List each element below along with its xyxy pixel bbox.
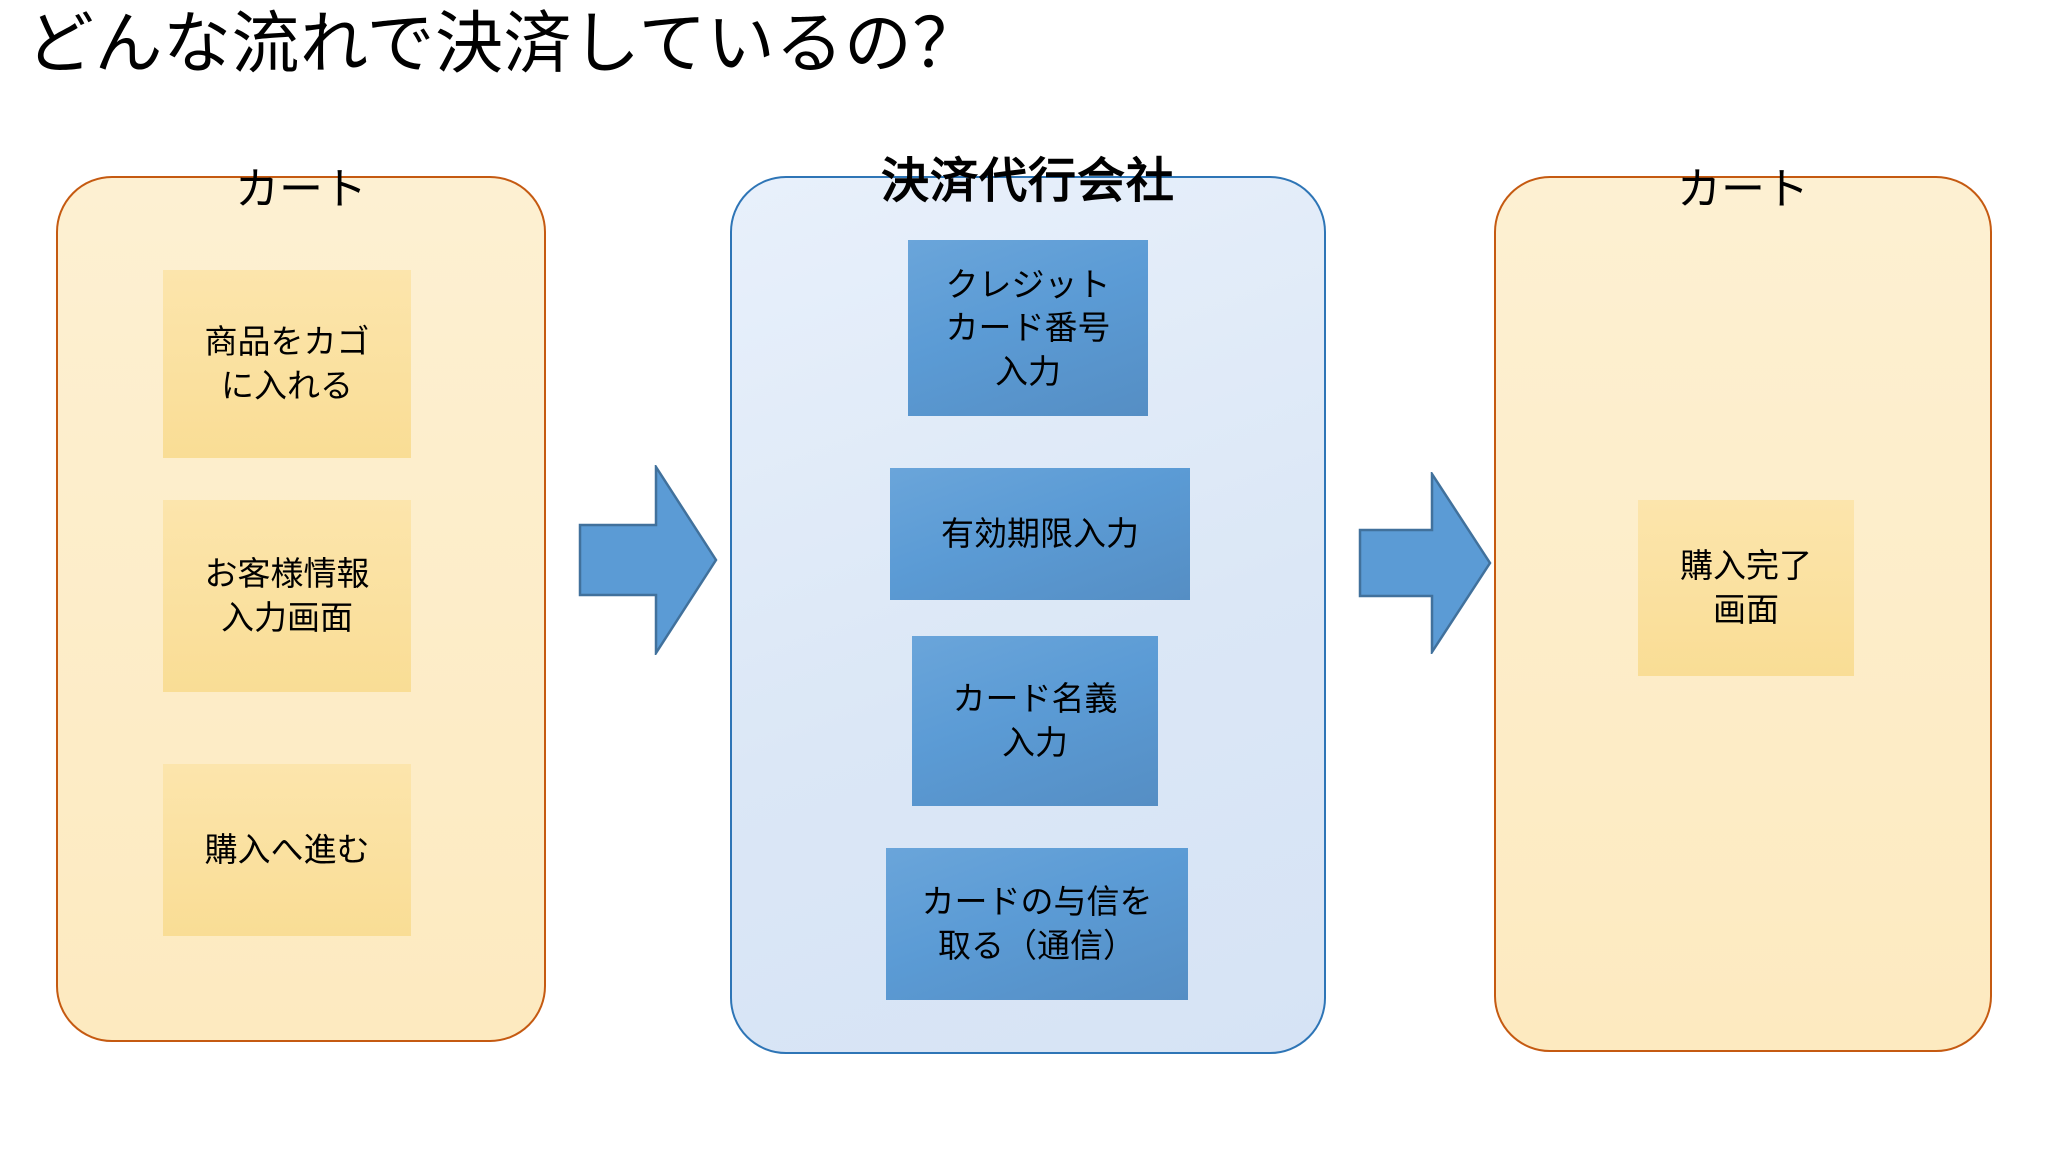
step-box-proceed-to-purchase[interactable]: 購入へ進む [163, 764, 411, 936]
step-box-customer-info[interactable]: お客様情報 入力画面 [163, 500, 411, 692]
panel-cart-left-heading: カート [235, 165, 367, 214]
page-title: どんな流れで決済しているの？ [26, 6, 981, 82]
step-box-purchase-complete[interactable]: 購入完了 画面 [1638, 500, 1854, 676]
step-box-credit-card-number[interactable]: クレジット カード番号 入力 [908, 240, 1148, 416]
step-box-add-to-cart[interactable]: 商品をカゴ に入れる [163, 270, 411, 458]
step-box-expiry-date[interactable]: 有効期限入力 [890, 468, 1190, 600]
step-box-card-holder-name[interactable]: カード名義 入力 [912, 636, 1158, 806]
step-box-card-authorization[interactable]: カードの与信を 取る（通信） [886, 848, 1188, 1000]
arrow-gateway-to-cart-icon [1358, 472, 1492, 654]
panel-payment-gateway-heading: 決済代行会社 [880, 155, 1175, 208]
arrow-cart-to-gateway-icon [578, 465, 718, 655]
panel-cart-right-heading: カート [1677, 165, 1809, 214]
